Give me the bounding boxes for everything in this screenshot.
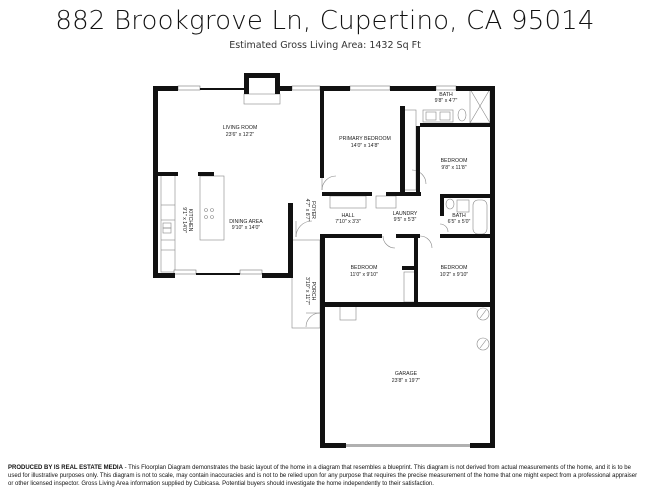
primary-bath-size: 9'8" x 4'7" <box>435 98 458 104</box>
hall-size: 7'10" x 3'3" <box>335 219 361 225</box>
living-room-label: LIVING ROOM <box>223 125 258 131</box>
laundry-label: LAUNDRY <box>393 211 418 217</box>
bedroom-sw-label: BEDROOM <box>351 265 378 271</box>
foyer-size: 4'7" x 8'7" <box>304 199 310 222</box>
disclaimer-text: - This Floorplan Diagram demonstrates th… <box>8 465 638 487</box>
room-labels: LIVING ROOM 23'6" x 12'2" PRIMARY BEDROO… <box>181 92 470 384</box>
garage-size: 23'8" x 19'7" <box>392 378 421 384</box>
disclaimer-footer: PRODUCED BY IS REAL ESTATE MEDIA - This … <box>8 464 644 488</box>
hall-bath-label: BATH <box>452 213 466 219</box>
bedroom-sw-size: 11'0" x 9'10" <box>350 272 378 278</box>
dining-area-size: 9'10" x 14'0" <box>232 225 261 231</box>
windows <box>173 85 457 275</box>
living-room-size: 23'6" x 12'2" <box>226 132 255 138</box>
kitchen-size: 9'1" x 14'0" <box>181 207 187 233</box>
fixtures <box>160 88 491 351</box>
primary-bath-label: BATH <box>439 92 453 98</box>
hall-label: HALL <box>342 213 355 219</box>
primary-bedroom-size: 14'0" x 14'8" <box>351 143 380 149</box>
producer-credit: PRODUCED BY IS REAL ESTATE MEDIA <box>8 465 123 471</box>
porch-label: PORCH <box>310 282 316 301</box>
bedroom-ne-size: 9'8" x 11'8" <box>441 165 466 171</box>
bedroom-ne-label: BEDROOM <box>441 158 468 164</box>
foyer-label: FOYER <box>310 201 316 219</box>
garage-label: GARAGE <box>395 371 418 377</box>
bedroom-se-size: 10'2" x 9'10" <box>440 272 469 278</box>
porch-size: 3'10" x 11'7" <box>304 277 310 305</box>
walls <box>153 73 495 448</box>
hall-bath-size: 6'5" x 5'0" <box>448 219 471 225</box>
primary-bedroom-label: PRIMARY BEDROOM <box>339 136 391 142</box>
kitchen-label: KITCHEN <box>187 209 193 232</box>
laundry-size: 9'5" x 5'3" <box>394 217 417 223</box>
gross-living-area: Estimated Gross Living Area: 1432 Sq Ft <box>229 40 421 51</box>
garage-door <box>346 444 470 447</box>
property-address-title: 882 Brookgrove Ln, Cupertino, CA 95014 <box>55 6 595 36</box>
dining-area-label: DINING AREA <box>229 219 263 225</box>
bedroom-se-label: BEDROOM <box>441 265 468 271</box>
